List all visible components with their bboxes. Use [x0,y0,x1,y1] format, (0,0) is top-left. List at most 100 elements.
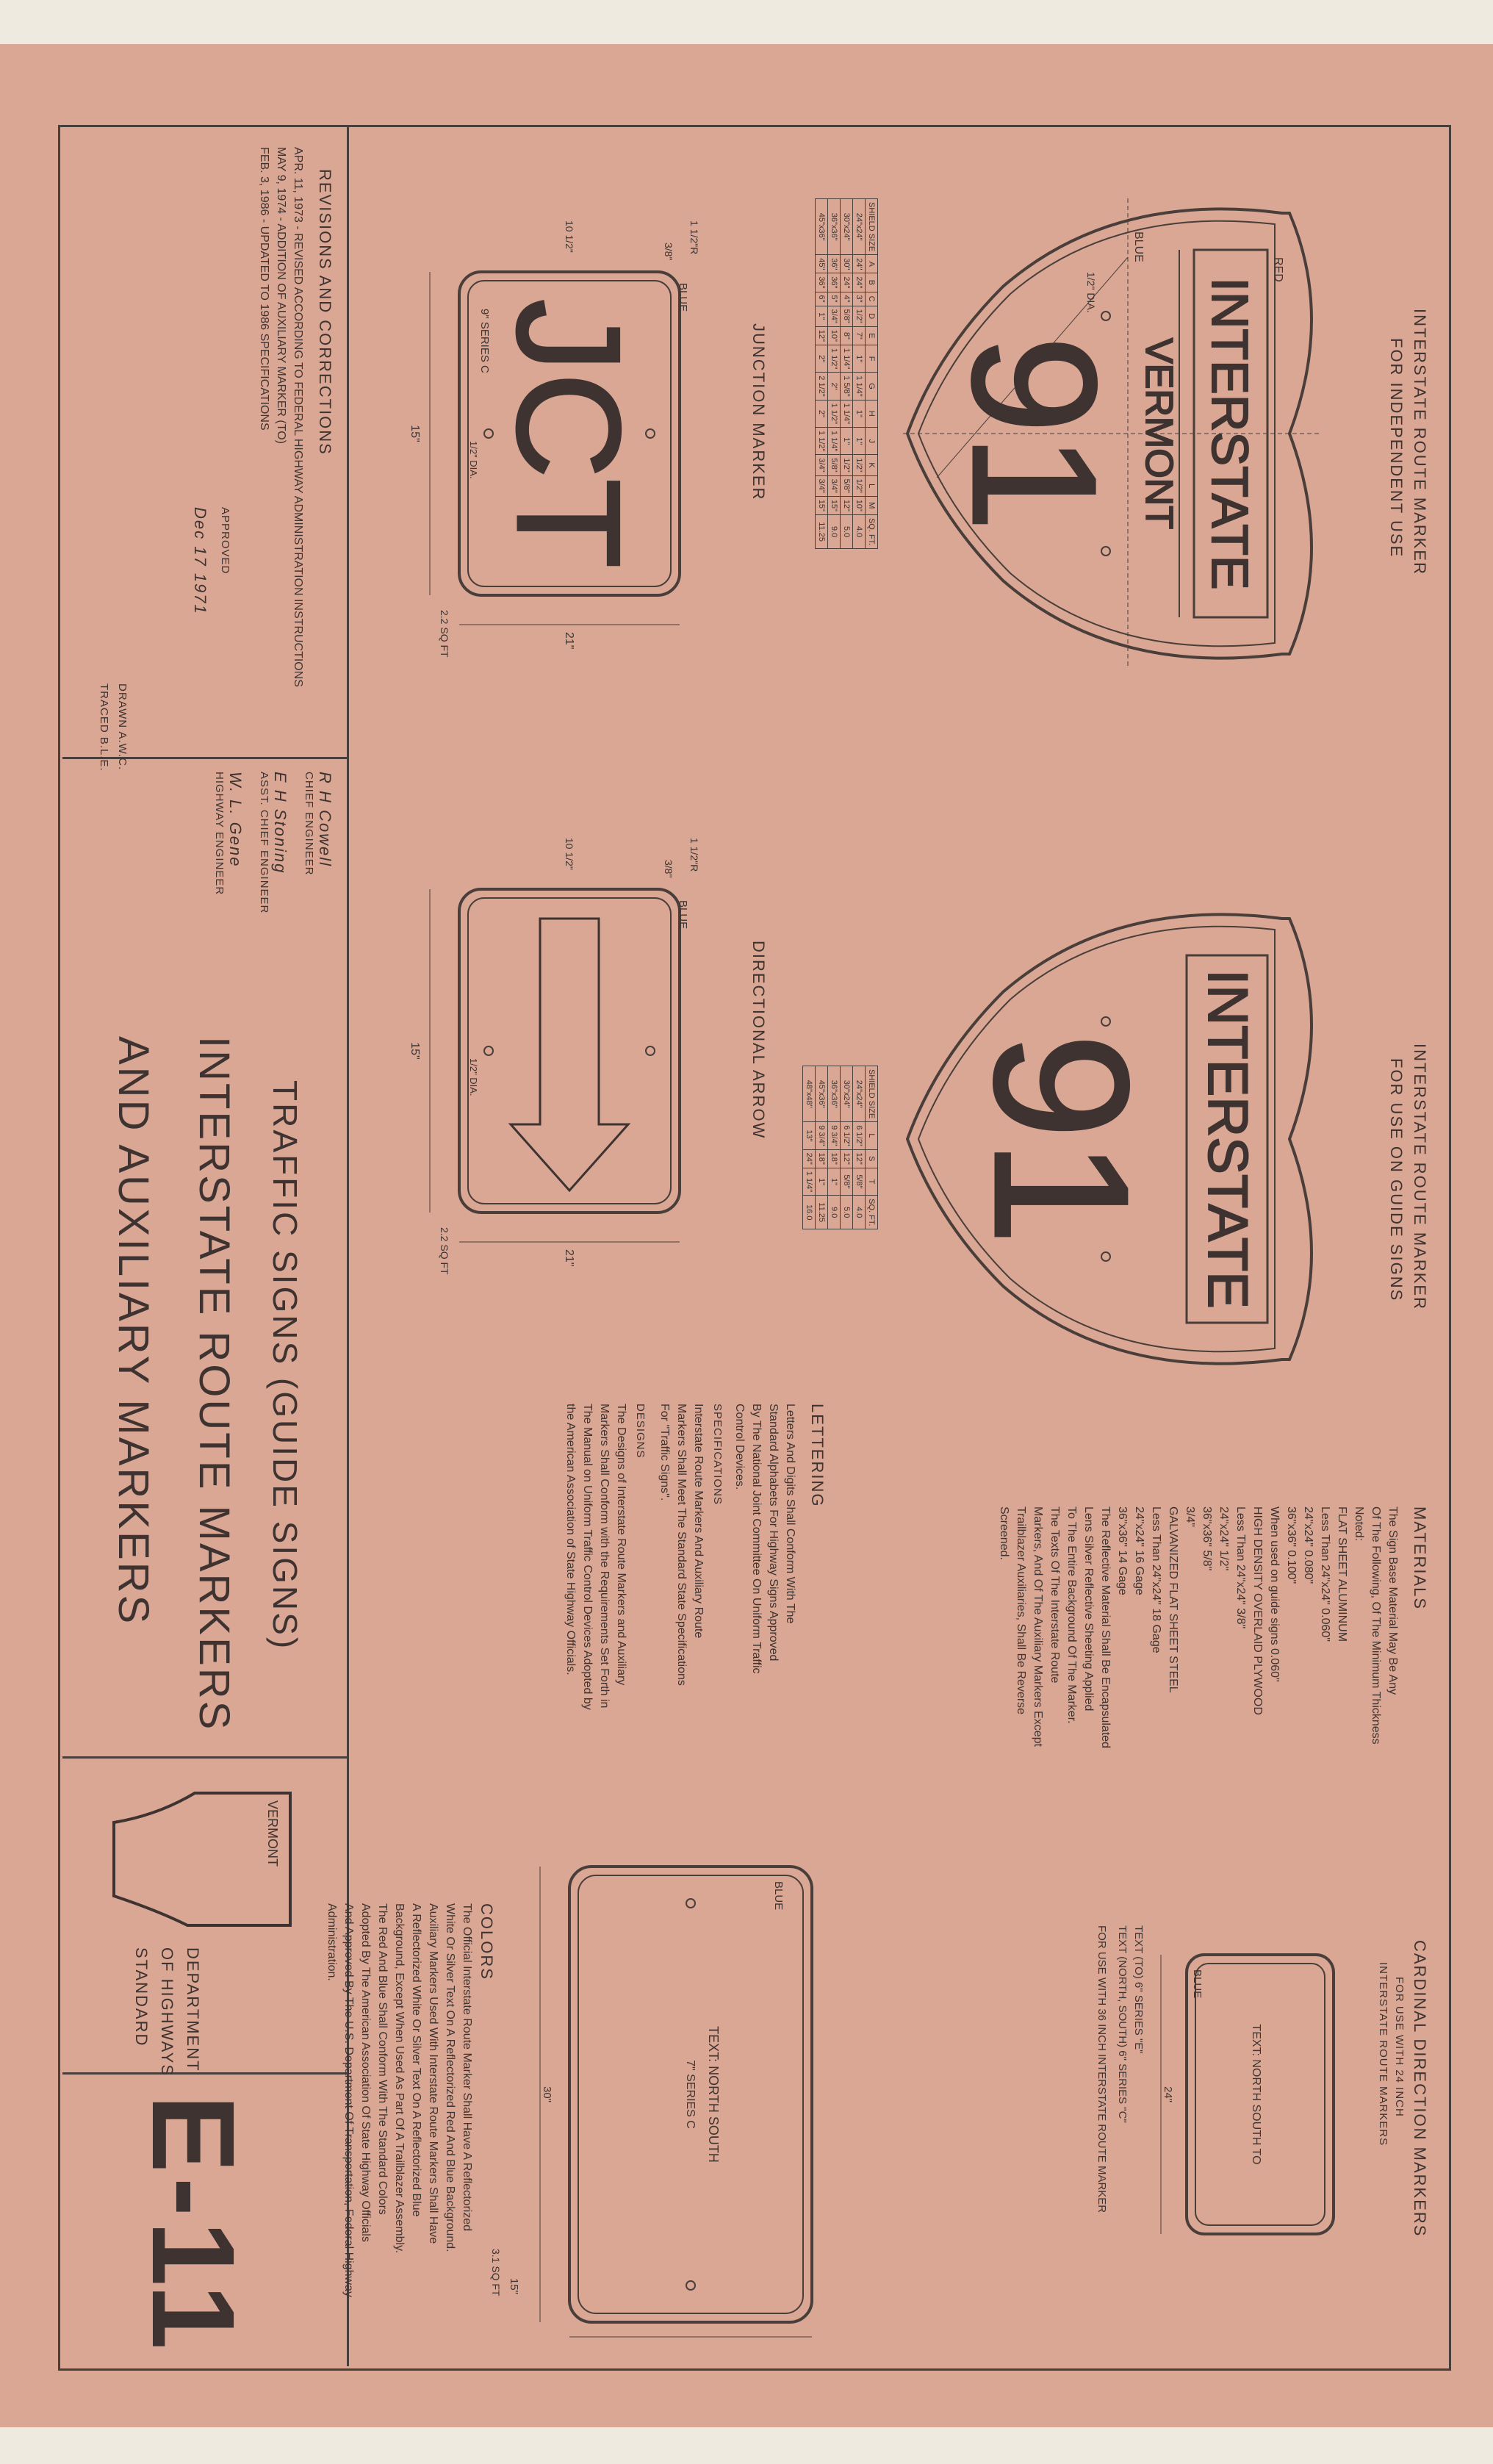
specifications-heading: SPECIFICATIONS [711,1404,724,1505]
table-cell: 1 1/4" [840,400,853,428]
table-cell: 1" [840,427,853,455]
text-line: Background, Except When Used As Part Of … [393,1903,406,2254]
table-cell: 24" [852,273,866,292]
text-line: APR. 11, 1973 - REVISED ACCORDING TO FED… [292,147,304,687]
table-cell: 1/2" [840,454,853,476]
table-cell: 45" [815,254,828,273]
mounting-hole [1101,1016,1111,1027]
guide-word-top: INTERSTATE [1196,969,1259,1309]
table-cell: 1" [852,427,866,455]
approved-label: APPROVED [219,507,231,575]
text-line: When used on guide signs 0.060" [1268,1506,1281,1682]
junction-edge: 10 1/2" [564,220,575,253]
text-line: MAY 9, 1974 - ADDITION OF AUXILIARY MARK… [275,147,287,444]
cardinal-small-width: 24" [1162,2086,1174,2102]
mounting-hole [686,2280,696,2291]
junction-heading: JUNCTION MARKER [749,323,768,501]
cardinal-large-color: BLUE [772,1881,785,1910]
text-line: White Or Silver Text On A Reflectorized … [444,1903,456,2252]
table-header-cell: F [865,345,878,373]
junction-text: JCT [486,299,650,569]
junction-area: 2.2 SQ FT [439,610,450,658]
vermont-state-outline-icon: VERMONT [112,1792,292,1927]
text-line: Standard Alphabets For Highway Signs App… [767,1404,780,1662]
revisions-list: APR. 11, 1973 - REVISED ACCORDING TO FED… [254,147,305,687]
text-line: 24"x24" 0.080" [1302,1506,1314,1584]
table-cell: 4.0 [852,514,866,549]
cardinal-note-3: FOR USE WITH 36 INCH INTERSTATE ROUTE MA… [1096,1925,1108,2213]
table-cell: 2" [815,345,828,373]
table-cell: 12" [840,1149,853,1168]
cardinal-note-1: TEXT (TO) 6" SERIES "E" [1132,1925,1145,2054]
color-red-label: RED [1272,257,1284,282]
table-cell: 24"x24" [852,1066,866,1122]
signature-name: W. L. Gene [226,772,245,868]
cardinal-color: BLUE [1191,1969,1204,1998]
table-cell: 5.0 [840,1195,853,1229]
text-line: Lens Silver Reflective Sheeting Applied [1082,1506,1095,1711]
table-cell: 10" [827,326,841,345]
table-row: 36"x36"9 3/4"18"1"9.0 [827,1066,841,1229]
cardinal-heading-1: CARDINAL DIRECTION MARKERS [1411,1940,1429,2238]
table-cell: 24" [840,273,853,292]
directional-arrow-drawing: BLUE 1/2" DIA. 15" 21" 2.2 SQ FT 1 1/2"R… [409,838,700,1275]
sheet-title-3: AND AUXILIARY MARKERS [109,1036,157,1626]
table-header-cell: SHIELD SIZE [865,1066,878,1122]
text-line: HIGH DENSITY OVERLAID PLYWOOD [1251,1506,1264,1715]
table-cell: 10" [852,496,866,515]
cardinal-heading-2: FOR USE WITH 24 INCH [1393,1977,1406,2117]
arrow-heading: DIRECTIONAL ARROW [749,941,768,1140]
table-header-cell: B [865,273,878,292]
junction-sign-border [467,280,672,587]
guide-heading-1: INTERSTATE ROUTE MARKER [1411,1044,1429,1310]
table-header-cell: L [865,1121,878,1150]
table-header-cell: K [865,454,878,476]
table-header-cell: M [865,496,878,515]
arrow-sign-outline [458,888,681,1214]
mounting-hole [645,1046,655,1056]
text-line: By The National Joint Committee On Unifo… [750,1404,763,1674]
table-row: 24"x24"6 1/2"12"5/8"4.0 [852,1066,866,1229]
table-cell: 1" [827,1168,841,1196]
table-header-cell: SHIELD SIZE [865,198,878,255]
table-cell: 1 1/2" [815,427,828,455]
table-cell: 1 1/4" [827,427,841,455]
table-cell: 24" [802,1149,816,1168]
guide-shield-outline [905,913,1313,1365]
table-cell: 6 1/2" [840,1121,853,1150]
table-cell: 45"x36" [815,1066,828,1122]
text-line: 3/4" [1184,1506,1196,1527]
signature-title: CHIEF ENGINEER [303,772,315,876]
junction-dim-width: 15" [409,425,421,442]
table-cell: 3/4" [827,306,841,327]
junction-hole: 1/2" DIA. [468,441,479,479]
table-header-cell: SQ. FT. [865,1195,878,1229]
independent-heading-1: INTERSTATE ROUTE MARKER [1411,309,1429,575]
table-cell: 1 1/2" [827,345,841,373]
table-cell: 16.0 [802,1195,816,1229]
text-line: the American Association of State Highwa… [564,1404,577,1675]
mounting-hole [1101,1251,1111,1262]
mounting-hole [1101,311,1111,321]
text-line: Of The Following, Of The Minimum Thickne… [1370,1506,1382,1745]
cardinal-large-text: TEXT: NORTH SOUTH [706,2026,721,2163]
text-line: A Reflectorized White Or Silver Text On … [410,1903,422,2217]
text-line: Adopted By The American Association Of S… [359,1903,372,2242]
guide-route-number: 91 [954,1032,1168,1245]
arrow-dim-width: 15" [409,1042,421,1059]
junction-series: 9" SERIES C [478,309,491,373]
table-cell: 5/8" [840,475,853,497]
text-line: Screened. [998,1506,1010,1560]
table-cell: 12" [840,496,853,515]
text-line: Trailblazer Auxiliaries, Shall Be Revers… [1015,1506,1027,1715]
specifications-text: Interstate Route Markers And Auxiliary R… [655,1404,705,1686]
text-line: The Manual on Uniform Traffic Control De… [581,1404,594,1710]
table-cell: 30" [840,254,853,273]
signature-title: ASST. CHIEF ENGINEER [258,772,270,914]
text-line: The Red And Blue Shall Conform With The … [376,1903,389,2215]
table-cell: 24" [852,254,866,273]
text-line: 36"x36" 14 Gage [1116,1506,1129,1595]
table-cell: 36"x36" [827,1066,841,1122]
